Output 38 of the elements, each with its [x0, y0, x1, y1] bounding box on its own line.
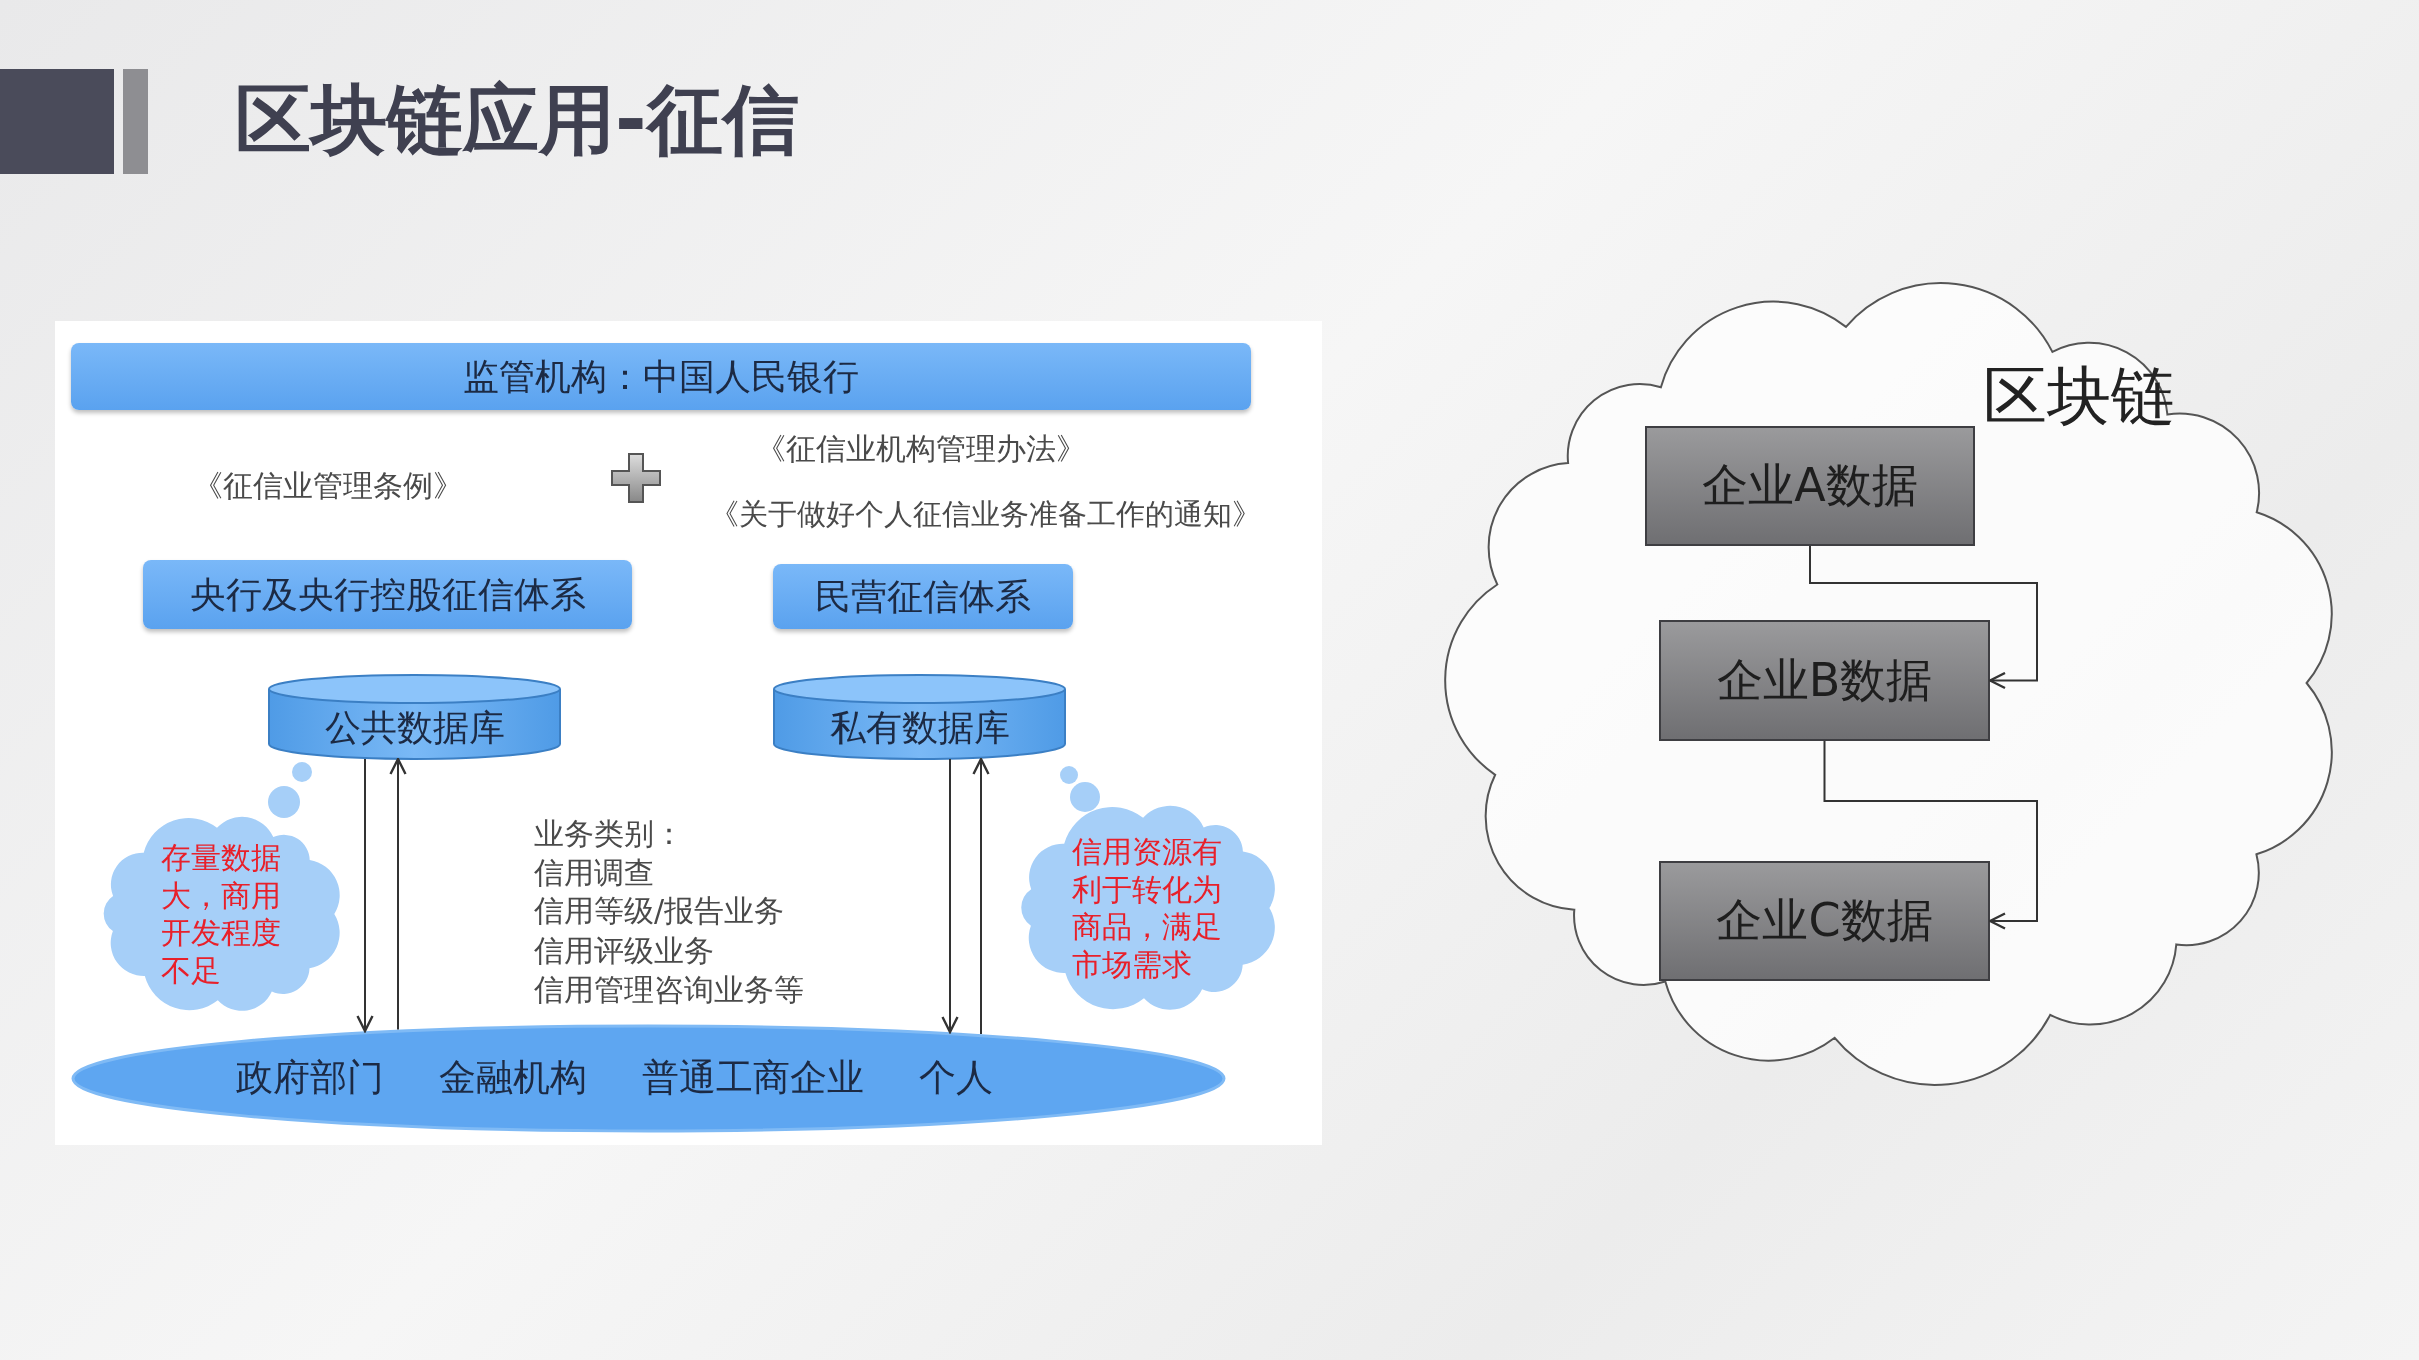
arrow — [1809, 545, 2038, 690]
node-label: 普通工商企业 — [642, 1055, 864, 1102]
arrow — [389, 757, 407, 1031]
text-label: 《征信业管理条例》 — [193, 468, 463, 504]
arrow — [356, 758, 374, 1033]
node-label: 信用资源有利于转化为商品，满足市场需求 — [1072, 833, 1223, 983]
node-label: 公共数据库 — [324, 706, 505, 750]
text-label: 信用评级业务 — [534, 933, 714, 969]
node-label: 个人 — [919, 1055, 993, 1102]
entity-ellipse — [71, 1024, 1226, 1133]
data-box — [1659, 861, 1990, 981]
database-cylinder — [773, 674, 1066, 759]
node-label: 政府部门 — [236, 1055, 384, 1102]
system-bar — [143, 560, 632, 629]
node-label: 企业A数据 — [1702, 457, 1918, 515]
node-label: 企业B数据 — [1716, 651, 1933, 709]
text-label: 业务类别： — [534, 816, 684, 852]
arrow — [972, 757, 990, 1035]
node-label: 监管机构：中国人民银行 — [463, 355, 859, 399]
node-label: 企业C数据 — [1716, 892, 1933, 950]
data-box — [1645, 426, 1975, 546]
text-label: 信用调查 — [534, 855, 654, 891]
text-label: 《征信业机构管理办法》 — [756, 431, 1086, 467]
text-label: 信用管理咨询业务等 — [534, 972, 804, 1008]
database-cylinder — [268, 674, 561, 759]
node-label: 金融机构 — [439, 1055, 587, 1102]
node-label: 私有数据库 — [829, 706, 1010, 750]
data-box — [1659, 620, 1990, 741]
arrow — [1823, 740, 2038, 930]
node-label: 央行及央行控股征信体系 — [189, 573, 586, 617]
node-label: 民营征信体系 — [815, 575, 1031, 619]
system-bar — [773, 564, 1073, 629]
node-label: 存量数据大，商用开发程度不足 — [160, 839, 282, 989]
regulator-bar — [71, 343, 1251, 410]
slide-title: 区块链应用-征信 — [235, 78, 799, 162]
arrow — [941, 758, 959, 1034]
text-label: 《关于做好个人征信业务准备工作的通知》 — [710, 497, 1261, 532]
text-label: 信用等级/报告业务 — [534, 893, 785, 929]
